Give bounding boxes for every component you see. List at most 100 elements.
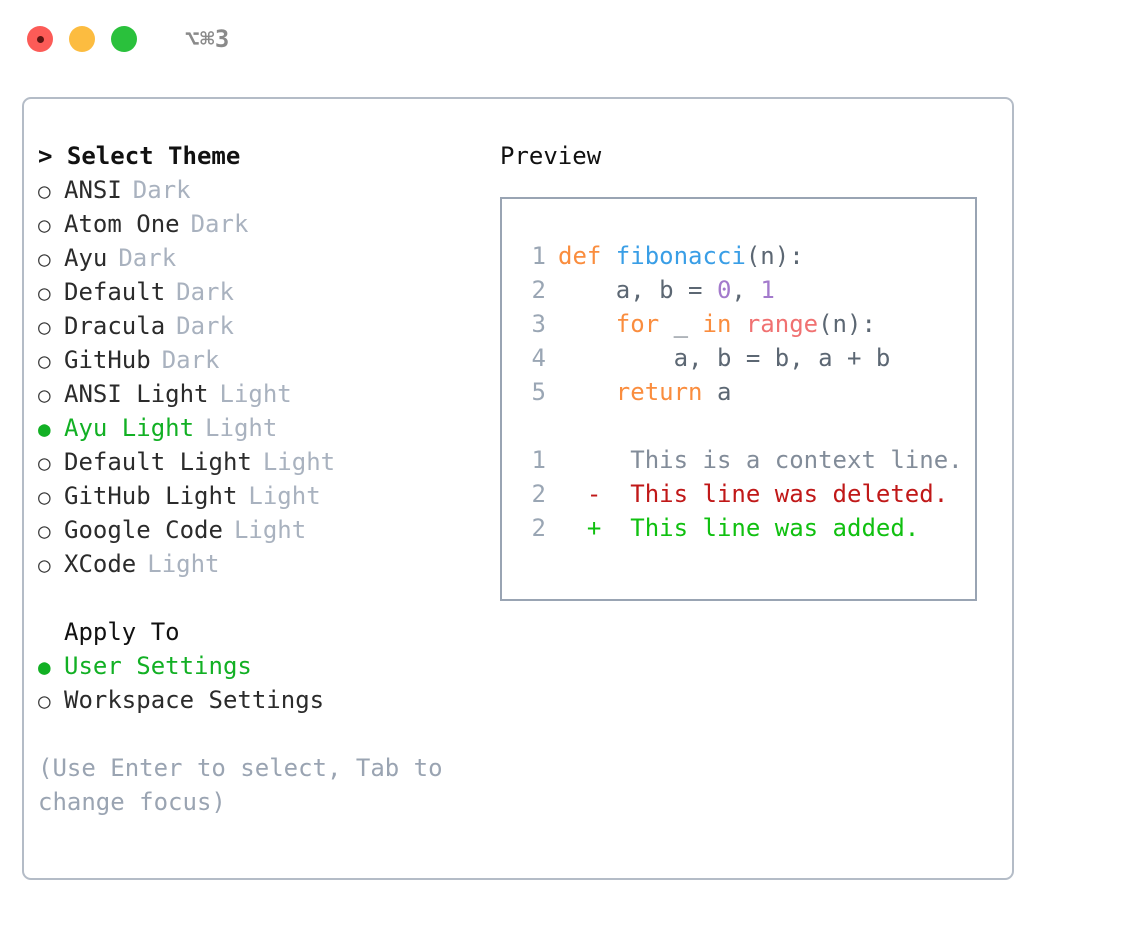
code-token-txt: a xyxy=(716,378,732,406)
diff-marker: - xyxy=(586,480,602,508)
code-token-txt: _ xyxy=(673,310,703,338)
theme-option-label: Google Code xyxy=(64,516,223,544)
radio-unselected-icon[interactable]: ○ xyxy=(38,281,51,305)
diff-indent xyxy=(558,514,587,542)
apply-to-option-label: Workspace Settings xyxy=(64,686,325,714)
diff-line-number: 2 xyxy=(531,480,546,508)
theme-option-category: Dark xyxy=(132,176,191,204)
theme-option-github[interactable]: ○ GitHub Dark xyxy=(38,343,488,377)
theme-option-ayu-light[interactable]: ● Ayu Light Light xyxy=(38,411,488,445)
theme-option-label: GitHub xyxy=(64,346,151,374)
code-line: 3 for _ in range(n): xyxy=(518,307,975,341)
keyboard-hint-text: (Use Enter to select, Tab to change focu… xyxy=(38,754,458,816)
list-spacer xyxy=(38,581,488,615)
code-line-number: 3 xyxy=(531,310,546,338)
apply-to-option-label: User Settings xyxy=(64,652,252,680)
theme-option-dracula[interactable]: ○ Dracula Dark xyxy=(38,309,488,343)
theme-option-category: Dark xyxy=(190,210,249,238)
theme-option-default[interactable]: ○ Default Dark xyxy=(38,275,488,309)
minimize-button[interactable] xyxy=(69,26,95,52)
theme-option-label: XCode xyxy=(64,550,137,578)
diff-spacer xyxy=(601,480,630,508)
diff-marker xyxy=(587,446,601,474)
theme-option-xcode[interactable]: ○ XCode Light xyxy=(38,547,488,581)
diff-spacer xyxy=(601,514,630,542)
radio-selected-icon[interactable]: ● xyxy=(38,655,51,679)
theme-option-category: Dark xyxy=(161,346,220,374)
code-token-txt: a, b = b, a + b xyxy=(558,344,891,372)
theme-option-label: Default xyxy=(64,278,166,306)
theme-option-category: Light xyxy=(205,414,278,442)
code-token-num: 1 xyxy=(760,276,775,304)
preview-gap xyxy=(518,409,975,443)
apply-to-header: Apply To xyxy=(64,618,180,646)
radio-unselected-icon[interactable]: ○ xyxy=(38,383,51,407)
theme-option-label: Dracula xyxy=(64,312,166,340)
code-token-fn: fibonacci xyxy=(615,242,746,270)
radio-unselected-icon[interactable]: ○ xyxy=(38,349,51,373)
theme-option-category: Light xyxy=(233,516,307,544)
theme-option-category: Light xyxy=(147,550,220,578)
diff-text: This line was deleted. xyxy=(630,480,949,508)
diff-indent xyxy=(558,446,587,474)
diff-line-add: 2 + This line was added. xyxy=(518,511,975,545)
theme-option-google-code[interactable]: ○ Google Code Light xyxy=(38,513,488,547)
radio-unselected-icon[interactable]: ○ xyxy=(38,451,51,475)
diff-text: This line was added. xyxy=(630,514,920,542)
code-token-kw: def xyxy=(558,242,616,270)
code-line: 2 a, b = 0, 1 xyxy=(518,273,975,307)
code-token-txt xyxy=(558,310,616,338)
diff-line-number: 1 xyxy=(531,446,546,474)
theme-option-ansi-light[interactable]: ○ ANSI Light Light xyxy=(38,377,488,411)
window-controls xyxy=(27,26,137,52)
code-line: 5 return a xyxy=(518,375,975,409)
radio-selected-icon[interactable]: ● xyxy=(38,417,51,441)
theme-option-label: Ayu Light xyxy=(64,414,195,442)
theme-option-category: Light xyxy=(219,380,292,408)
diff-spacer xyxy=(601,446,630,474)
radio-unselected-icon[interactable]: ○ xyxy=(38,519,51,543)
radio-unselected-icon[interactable]: ○ xyxy=(38,213,51,237)
close-button[interactable] xyxy=(27,26,53,52)
code-token-txt: (n): xyxy=(745,242,804,270)
radio-unselected-icon[interactable]: ○ xyxy=(38,553,51,577)
theme-option-category: Light xyxy=(262,448,336,476)
radio-unselected-icon[interactable]: ○ xyxy=(38,485,51,509)
apply-to-option-list: ● User Settings ○ Workspace Settings xyxy=(38,649,488,717)
code-token-txt: a, b = xyxy=(558,276,717,304)
code-line-number: 5 xyxy=(531,378,546,406)
theme-option-category: Light xyxy=(248,482,321,510)
theme-option-label: ANSI Light xyxy=(64,380,209,408)
code-line: 4 a, b = b, a + b xyxy=(518,341,975,375)
diff-line-number: 2 xyxy=(531,514,546,542)
code-token-txt: (n): xyxy=(818,310,876,338)
radio-unselected-icon[interactable]: ○ xyxy=(38,315,51,339)
title-bar: ⌥⌘3 xyxy=(0,0,1140,78)
diff-line-ctx: 1 This is a context line. xyxy=(518,443,975,477)
diff-text: This is a context line. xyxy=(630,446,963,474)
theme-option-category: Dark xyxy=(176,278,234,306)
diff-line-del: 2 - This line was deleted. xyxy=(518,477,975,511)
radio-unselected-icon[interactable]: ○ xyxy=(38,689,51,713)
diff-indent xyxy=(558,480,587,508)
radio-unselected-icon[interactable]: ○ xyxy=(38,247,51,271)
apply-to-option-user-settings[interactable]: ● User Settings xyxy=(38,649,488,683)
code-token-txt: , xyxy=(731,276,761,304)
apply-to-option-workspace-settings[interactable]: ○ Workspace Settings xyxy=(38,683,488,717)
code-line-number: 2 xyxy=(531,276,546,304)
theme-option-category: Dark xyxy=(176,312,234,340)
radio-unselected-icon[interactable]: ○ xyxy=(38,179,51,203)
maximize-button[interactable] xyxy=(111,26,137,52)
